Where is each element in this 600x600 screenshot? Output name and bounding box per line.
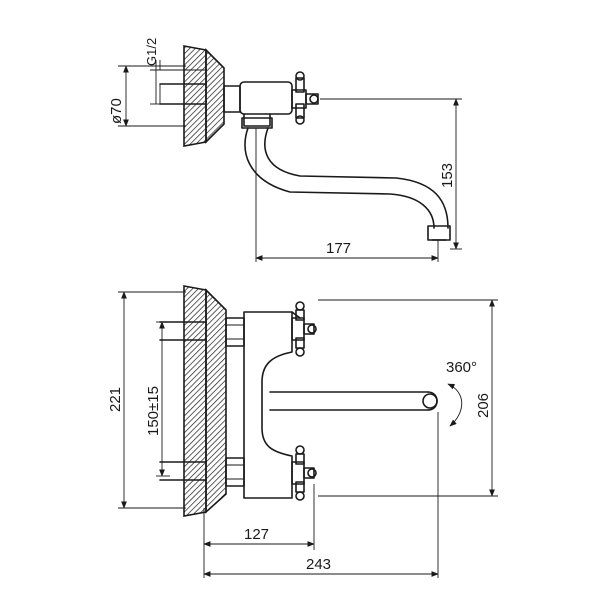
wall-flange-front [183, 285, 227, 517]
dim-total-length-243: 243 [203, 412, 439, 578]
cross-handle-top [291, 71, 319, 125]
height-label: 153 [439, 163, 456, 188]
inlet-lower [159, 461, 207, 481]
total-height-label: 221 [107, 387, 124, 412]
dim-spacing: 150±15 [145, 321, 170, 477]
dim-spout-height: 206 [318, 299, 498, 497]
dim-total-height: 221 [107, 291, 186, 509]
cross-handle-upper [291, 301, 317, 357]
valve-body [223, 81, 293, 129]
front-view: 360° 221 150±15 206 127 [107, 285, 498, 578]
dim-height-153: 153 [320, 98, 462, 250]
diameter-label: ø70 [108, 98, 125, 124]
dim-length-177: 177 [255, 128, 439, 262]
rotation-arc: 360° [446, 359, 477, 427]
wall-flange [183, 45, 225, 147]
rotation-label: 360° [446, 359, 477, 376]
spacing-label: 150±15 [145, 386, 162, 436]
depth-label: 127 [244, 526, 269, 543]
thread-inlet [159, 83, 207, 105]
spout-height-label: 206 [475, 393, 492, 418]
spout-side [244, 127, 451, 241]
nut-upper [225, 317, 245, 347]
total-length-label: 243 [306, 556, 331, 573]
dim-diameter: ø70 [108, 65, 186, 127]
length-label: 177 [326, 240, 351, 257]
dim-thread: G1/2 [144, 38, 206, 105]
spout-front [269, 391, 438, 411]
dim-depth-127: 127 [203, 484, 315, 578]
thread-label: G1/2 [144, 38, 159, 66]
side-view: G1/2 ø70 153 177 [108, 38, 462, 262]
cross-handle-lower [291, 445, 317, 501]
nut-lower [225, 457, 245, 487]
